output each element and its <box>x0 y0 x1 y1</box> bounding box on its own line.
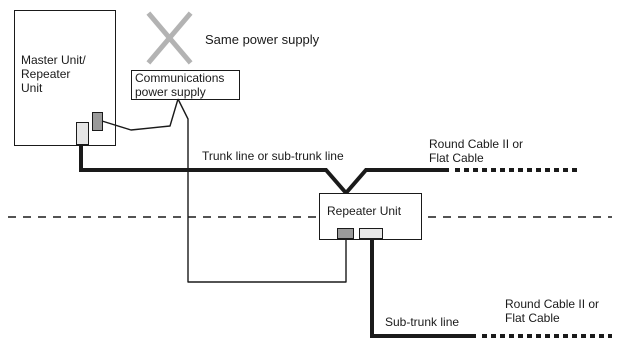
repeater-unit-connector-light <box>359 228 383 239</box>
same-power-supply-label: Same power supply <box>205 32 320 47</box>
sub-trunk-line <box>370 239 476 338</box>
repeater-unit-connector-dark <box>337 228 354 239</box>
cable-type-label-line: Flat Cable <box>429 151 484 165</box>
communications-power-supply-label-line: Communications <box>135 71 225 85</box>
sub-trunk-line-label: Sub-trunk line <box>385 315 460 329</box>
communications-power-supply-label: Communications power supply <box>135 71 224 99</box>
communications-power-supply-box <box>131 70 240 100</box>
power-wire-master <box>101 98 179 131</box>
cable-type-label-line: Round Cable II or <box>429 137 524 151</box>
master-unit-label-line: Master Unit/ <box>21 53 86 67</box>
power-wire-repeater <box>177 98 347 283</box>
repeater-unit-label: Repeater Unit <box>327 204 402 218</box>
prohibited-cross-icon <box>146 11 193 65</box>
cable-type-label-line: Flat Cable <box>505 311 560 325</box>
cable-type-label-bottom: Round Cable II or Flat Cable <box>505 297 599 325</box>
master-unit-label: Master Unit/ Repeater Unit <box>21 53 86 95</box>
master-unit-connector-light <box>76 122 89 145</box>
trunk-line-label: Trunk line or sub-trunk line <box>202 149 344 163</box>
cable-type-label-top: Round Cable II or Flat Cable <box>429 137 523 165</box>
trunk-line <box>79 144 449 197</box>
communications-power-supply-label-line: power supply <box>135 85 206 99</box>
master-unit-label-line: Repeater <box>21 67 71 81</box>
cable-type-label-line: Round Cable II or <box>505 297 600 311</box>
master-unit-connector-dark <box>92 112 103 131</box>
master-unit-label-line: Unit <box>21 81 43 95</box>
